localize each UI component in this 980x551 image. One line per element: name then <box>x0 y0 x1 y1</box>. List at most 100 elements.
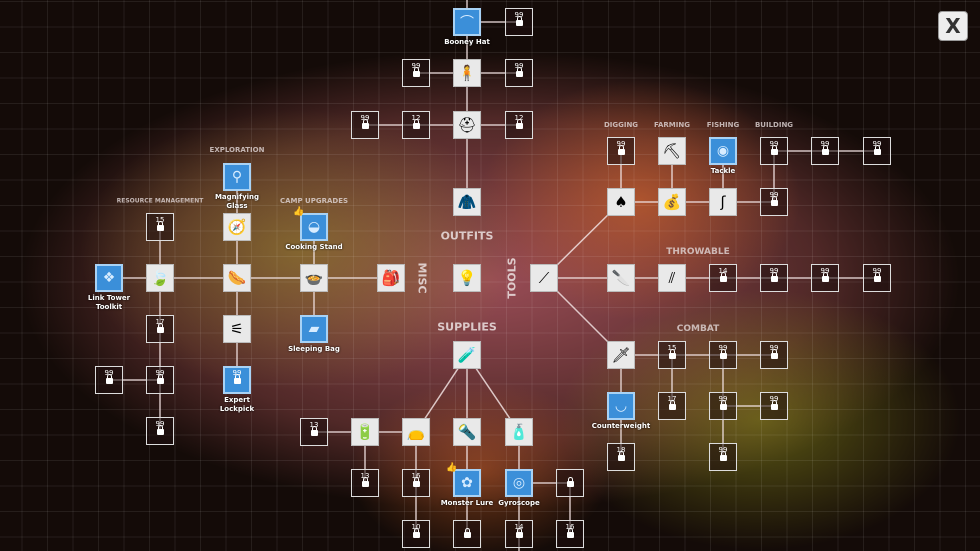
locked-skill-node[interactable]: 99 <box>811 137 839 165</box>
skill-node-lure[interactable]: ✿👍 <box>446 463 481 497</box>
locked-skill-node[interactable]: 13 <box>351 469 379 497</box>
locked-skill-node[interactable]: 12 <box>402 111 430 139</box>
locked-skill-node[interactable]: 99 <box>760 188 788 216</box>
skill-node-seeds[interactable]: 💰 <box>658 188 686 216</box>
skill-node-booney[interactable]: ⌒ <box>453 8 481 36</box>
skill-node-cooking[interactable]: ◒👍 <box>293 207 328 241</box>
skill-node-leaf[interactable]: 🍃 <box>146 264 174 292</box>
thumbs-up-icon: 👍 <box>446 463 458 473</box>
skill-node-hub[interactable]: ⟋ <box>530 264 558 292</box>
locked-skill-node[interactable]: 99 <box>760 264 788 292</box>
skill-node-compass[interactable]: 🧭 <box>223 213 251 241</box>
locked-skill-node[interactable]: 99 <box>760 341 788 369</box>
lock-icon <box>310 426 318 436</box>
locked-skill-node[interactable]: 10 <box>402 520 430 548</box>
locked-skill-node[interactable]: 99 <box>863 137 891 165</box>
lock-icon <box>770 145 778 155</box>
lock-icon <box>412 528 420 538</box>
locked-skill-node[interactable]: 13 <box>300 418 328 446</box>
skill-node-claws[interactable]: ⫽ <box>658 264 686 292</box>
thumbs-up-icon: 👍 <box>293 207 305 217</box>
locked-skill-node[interactable]: 16 <box>556 520 584 548</box>
flashlight-icon: 🔦 <box>457 423 477 441</box>
locked-skill-node[interactable]: 16 <box>402 469 430 497</box>
locked-skill-node[interactable]: 15 <box>146 213 174 241</box>
skill-node-hoe[interactable]: ⛏ <box>658 137 686 165</box>
skill-label: Sleeping Bag <box>288 345 340 353</box>
locked-skill-node[interactable]: 99 <box>760 392 788 420</box>
locked-skill-node[interactable]: 17 <box>146 315 174 343</box>
skill-node-magnify[interactable]: ⚲ <box>223 163 251 191</box>
skill-node-helmet[interactable]: ⛑ <box>453 111 481 139</box>
locked-skill-node[interactable]: 14 <box>709 264 737 292</box>
close-button[interactable]: X <box>938 11 968 41</box>
skill-node-knife[interactable]: 🔪 <box>607 264 635 292</box>
level-requirement: 99 <box>104 369 114 377</box>
level-requirement: 14 <box>718 267 728 275</box>
skill-node-bottle[interactable]: 🧴 <box>505 418 533 446</box>
locked-skill-node[interactable]: 12 <box>505 111 533 139</box>
knife-icon: 🔪 <box>611 269 631 287</box>
shovel-icon: ♠ <box>614 193 628 211</box>
level-requirement: 99 <box>718 395 728 403</box>
skill-node-battery[interactable]: 🔋 <box>351 418 379 446</box>
skill-node-pack[interactable]: 🎒 <box>377 264 405 292</box>
skill-node-supply[interactable]: 🧪 <box>453 341 481 369</box>
skill-node-redbag[interactable]: 👝 <box>402 418 430 446</box>
locked-skill-node[interactable]: 99 <box>146 417 174 445</box>
locked-skill-node[interactable]: 99 <box>811 264 839 292</box>
lock-icon <box>719 400 727 410</box>
locked-skill-node[interactable]: 14 <box>505 520 533 548</box>
skill-node-tackle[interactable]: ◉ <box>709 137 737 165</box>
locked-skill-node[interactable]: 15 <box>658 341 686 369</box>
lock-icon <box>617 451 625 461</box>
skill-node-shovel[interactable]: ♠ <box>607 188 635 216</box>
locked-skill-node[interactable]: 99 <box>760 137 788 165</box>
skill-node-ghillie[interactable]: 🧍 <box>453 59 481 87</box>
skill-node-outfit[interactable]: 🧥 <box>453 188 481 216</box>
locked-skill-node[interactable]: 99 <box>146 366 174 394</box>
locked-skill-node[interactable] <box>556 469 584 497</box>
skill-node-lockpicks[interactable]: ⚟ <box>223 315 251 343</box>
locked-skill-node[interactable]: 99 <box>607 137 635 165</box>
locked-skill-node[interactable]: 99 <box>505 59 533 87</box>
skill-node-flash[interactable]: 🔦 <box>453 418 481 446</box>
skill-node-sleeping[interactable]: ▰ <box>300 315 328 343</box>
locked-skill-node[interactable]: 99 <box>95 366 123 394</box>
skill-node-machete[interactable]: 🗡 <box>607 341 635 369</box>
skill-node-expert[interactable]: 99 <box>223 366 251 394</box>
level-requirement: 99 <box>360 114 370 122</box>
skill-node-pot[interactable]: 🍲 <box>300 264 328 292</box>
level-requirement: 99 <box>820 267 830 275</box>
cooking-icon: ◒ <box>307 219 321 235</box>
lock-icon <box>156 374 164 384</box>
locked-skill-node[interactable] <box>453 520 481 548</box>
locked-skill-node[interactable]: 99 <box>505 8 533 36</box>
locked-skill-node[interactable]: 99 <box>709 341 737 369</box>
locked-skill-node[interactable]: 99 <box>351 111 379 139</box>
lock-icon <box>821 272 829 282</box>
lock-icon <box>361 477 369 487</box>
locked-skill-node[interactable]: 99 <box>709 443 737 471</box>
locked-skill-node[interactable]: 99 <box>709 392 737 420</box>
category-fishing: FISHING <box>706 121 740 129</box>
skill-node-sausage[interactable]: 🌭 <box>223 264 251 292</box>
skill-label: Counterweight <box>591 422 651 430</box>
lock-icon <box>821 145 829 155</box>
skill-node-counter[interactable]: ◡ <box>607 392 635 420</box>
category-camp-upgrades: CAMP UPGRADES <box>279 197 349 205</box>
locked-skill-node[interactable]: 17 <box>658 392 686 420</box>
skill-node-rod[interactable]: ʃ <box>709 188 737 216</box>
locked-skill-node[interactable]: 18 <box>607 443 635 471</box>
category-resource-management: RESOURCE MANAGEMENT <box>116 197 204 205</box>
lock-icon <box>668 400 676 410</box>
skill-node-link[interactable]: ❖ <box>95 264 123 292</box>
skill-node-gyro[interactable]: ◎ <box>505 469 533 497</box>
magnifier-icon: ⚲ <box>231 169 243 185</box>
skill-node-bulb[interactable]: 💡 <box>453 264 481 292</box>
lock-icon <box>156 221 164 231</box>
category-outfits: OUTFITS <box>440 229 494 243</box>
locked-skill-node[interactable]: 99 <box>402 59 430 87</box>
level-requirement: 99 <box>155 369 165 377</box>
locked-skill-node[interactable]: 99 <box>863 264 891 292</box>
